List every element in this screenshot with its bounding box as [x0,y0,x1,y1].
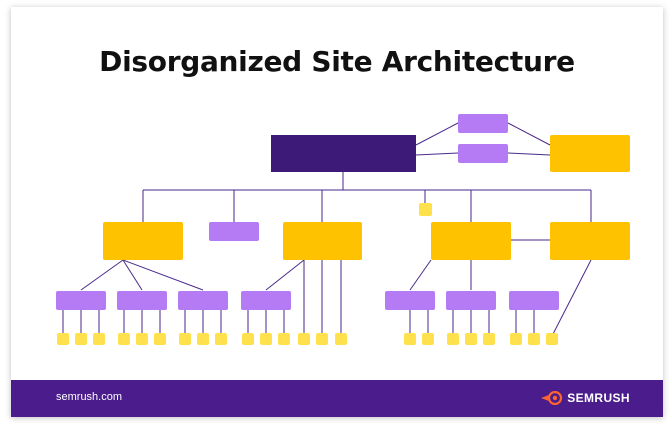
page-node [465,333,477,345]
subcategory-node [209,222,259,241]
page-node [260,333,272,345]
subcategory-node [446,291,496,310]
connector-line [80,259,124,291]
category-node [431,222,511,260]
architecture-card: Disorganized Site Architecture [11,7,663,417]
connector-line [409,259,432,291]
subcategory-node [458,144,508,163]
subcategory-node [178,291,228,310]
page-nodes [57,333,558,345]
page-node [298,333,310,345]
connector-line [122,259,143,291]
category-node [550,135,630,172]
subcategory-node [56,291,106,310]
connector-line [415,152,459,156]
subcategory-node [241,291,291,310]
subcategory-node [117,291,167,310]
brand-name: SEMRUSH [567,391,630,405]
page-node [118,333,130,345]
connector-line [122,259,204,291]
page-node [528,333,540,345]
page-node [419,203,432,216]
page-node [483,333,495,345]
page-node [154,333,166,345]
page-node [335,333,347,345]
page-node [447,333,459,345]
page-node [179,333,191,345]
connector-line [507,122,551,146]
page-node [404,333,416,345]
page-node [278,333,290,345]
semrush-flame-icon [541,391,563,405]
root-node [271,135,416,172]
connector-line [265,259,305,291]
category-node [283,222,362,260]
page-node [75,333,87,345]
category-node [550,222,630,260]
site-architecture-diagram [56,114,630,345]
footer-url: semrush.com [56,391,123,403]
page-node [510,333,522,345]
subcategory-node [458,114,508,133]
footer-bar: semrush.com SEMRUSH [11,380,663,417]
page-title: Disorganized Site Architecture [99,45,575,78]
subcategory-node [385,291,435,310]
connector-line [507,152,551,156]
page-node [57,333,69,345]
page-node [197,333,209,345]
semrush-logo: SEMRUSH [541,390,630,406]
page-node [242,333,254,345]
page-node [93,333,105,345]
page-node [316,333,328,345]
page-node [422,333,434,345]
connector-line [415,122,459,146]
category-node [103,222,183,260]
subcategory-node [509,291,559,310]
page-node [546,333,558,345]
page-node [136,333,148,345]
connector-line [551,259,592,337]
page-node [215,333,227,345]
connector-lines [62,122,592,337]
